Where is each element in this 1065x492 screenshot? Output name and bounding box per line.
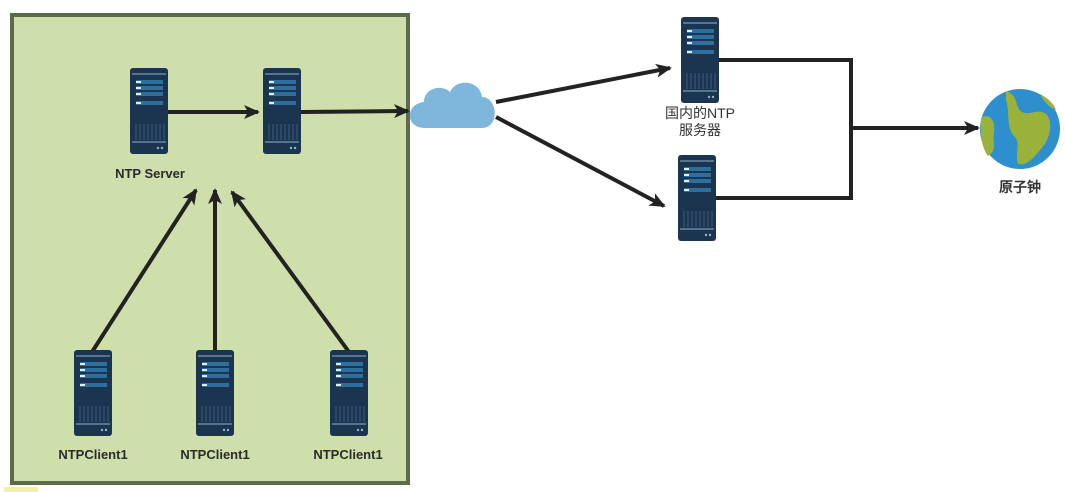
highlight-mark bbox=[4, 487, 38, 492]
domestic-ntp-server-1-icon[interactable] bbox=[680, 16, 720, 104]
ntp-client-1-icon[interactable] bbox=[73, 349, 113, 437]
ntp-client-2-label: NTPClient1 bbox=[180, 447, 250, 462]
ntp-client-2-icon[interactable] bbox=[195, 349, 235, 437]
arrow-cloud-to-domestic-server-1 bbox=[495, 63, 672, 104]
ntp-client-3-icon[interactable] bbox=[329, 349, 369, 437]
globe-icon[interactable] bbox=[980, 89, 1060, 169]
relay-server-icon[interactable] bbox=[262, 67, 302, 155]
arrow-relay-to-cloud bbox=[300, 104, 410, 119]
domestic-ntp-server-label-line1: 国内的NTP bbox=[665, 105, 735, 121]
arrow-client1-to-server bbox=[90, 188, 198, 354]
ntp-server-icon[interactable] bbox=[129, 67, 169, 155]
connector-server1-to-junction bbox=[718, 58, 853, 128]
atomic-clock-label: 原子钟 bbox=[999, 179, 1041, 195]
connector-server2-to-junction bbox=[716, 128, 853, 200]
cloud-icon[interactable] bbox=[409, 82, 495, 128]
domestic-ntp-server-label-line2: 服务器 bbox=[679, 122, 721, 138]
ntp-server-label: NTP Server bbox=[115, 166, 185, 181]
ntp-client-1-label: NTPClient1 bbox=[58, 447, 128, 462]
arrow-client3-to-server bbox=[230, 190, 351, 354]
arrow-cloud-to-domestic-server-2 bbox=[495, 115, 666, 208]
domestic-ntp-server-2-icon[interactable] bbox=[677, 154, 717, 242]
ntp-client-3-label: NTPClient1 bbox=[313, 447, 383, 462]
